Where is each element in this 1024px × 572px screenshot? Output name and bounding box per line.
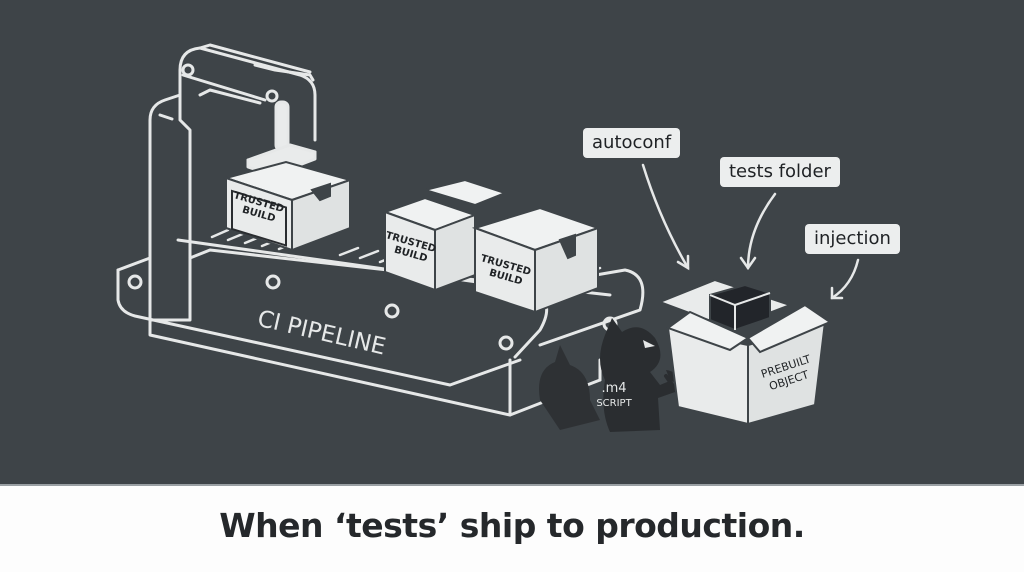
trusted-build-box-1 <box>222 160 354 252</box>
ci-pipeline-illustration: TRUSTED BUILD TRUSTED BUILD TRUSTED BUIL… <box>116 43 860 432</box>
gremlin-label: .m4 SCRIPT <box>596 381 632 409</box>
callout-tests-folder: tests folder <box>720 157 840 187</box>
callout-arrows <box>641 163 860 300</box>
trusted-build-box-3 <box>471 206 602 314</box>
caption-text: When ‘tests’ ship to production. <box>219 506 805 545</box>
callout-injection: injection <box>805 224 900 254</box>
gremlin-icon <box>539 318 679 432</box>
caption-bar: When ‘tests’ ship to production. <box>0 484 1024 572</box>
robot-arm-icon <box>148 43 317 322</box>
tests-folder-arrowhead-icon <box>739 256 757 271</box>
gremlin-label-line2: SCRIPT <box>596 398 632 409</box>
autoconf-arrowhead-icon <box>676 254 690 271</box>
trusted-build-box-2 <box>382 178 508 292</box>
tests-folder-arrow <box>746 192 777 270</box>
injection-arrow <box>830 258 860 300</box>
gremlin-label-line1: .m4 <box>601 381 626 396</box>
autoconf-arrow <box>641 163 690 270</box>
illustration-panel: TRUSTED BUILD TRUSTED BUILD TRUSTED BUIL… <box>0 0 1024 484</box>
injection-arrowhead-icon <box>830 286 844 300</box>
prebuilt-object-box <box>657 278 833 426</box>
callout-autoconf: autoconf <box>583 128 681 158</box>
pipeline-label: CI PIPELINE <box>255 306 388 361</box>
